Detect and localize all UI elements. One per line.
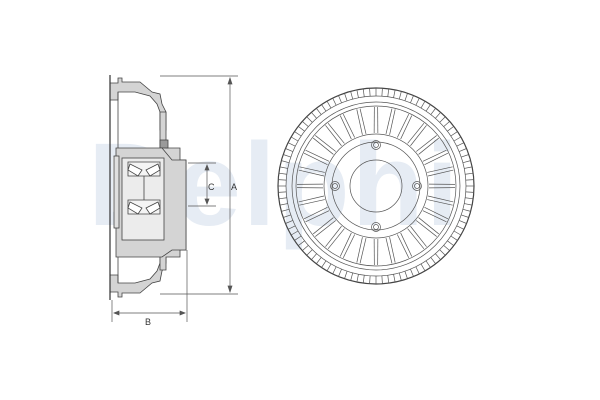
side-section-view [109,75,187,300]
dimension-a-label: A [231,182,237,192]
dimension-c-label: C [208,182,215,192]
cooling-fins [278,88,474,284]
bearing-lower [127,199,161,215]
front-view [277,87,475,285]
radial-ribs [297,107,455,265]
dimension-b-label: B [145,317,151,327]
bolt-holes [330,140,422,232]
dimensions [111,75,238,322]
bearing-upper [127,161,161,177]
